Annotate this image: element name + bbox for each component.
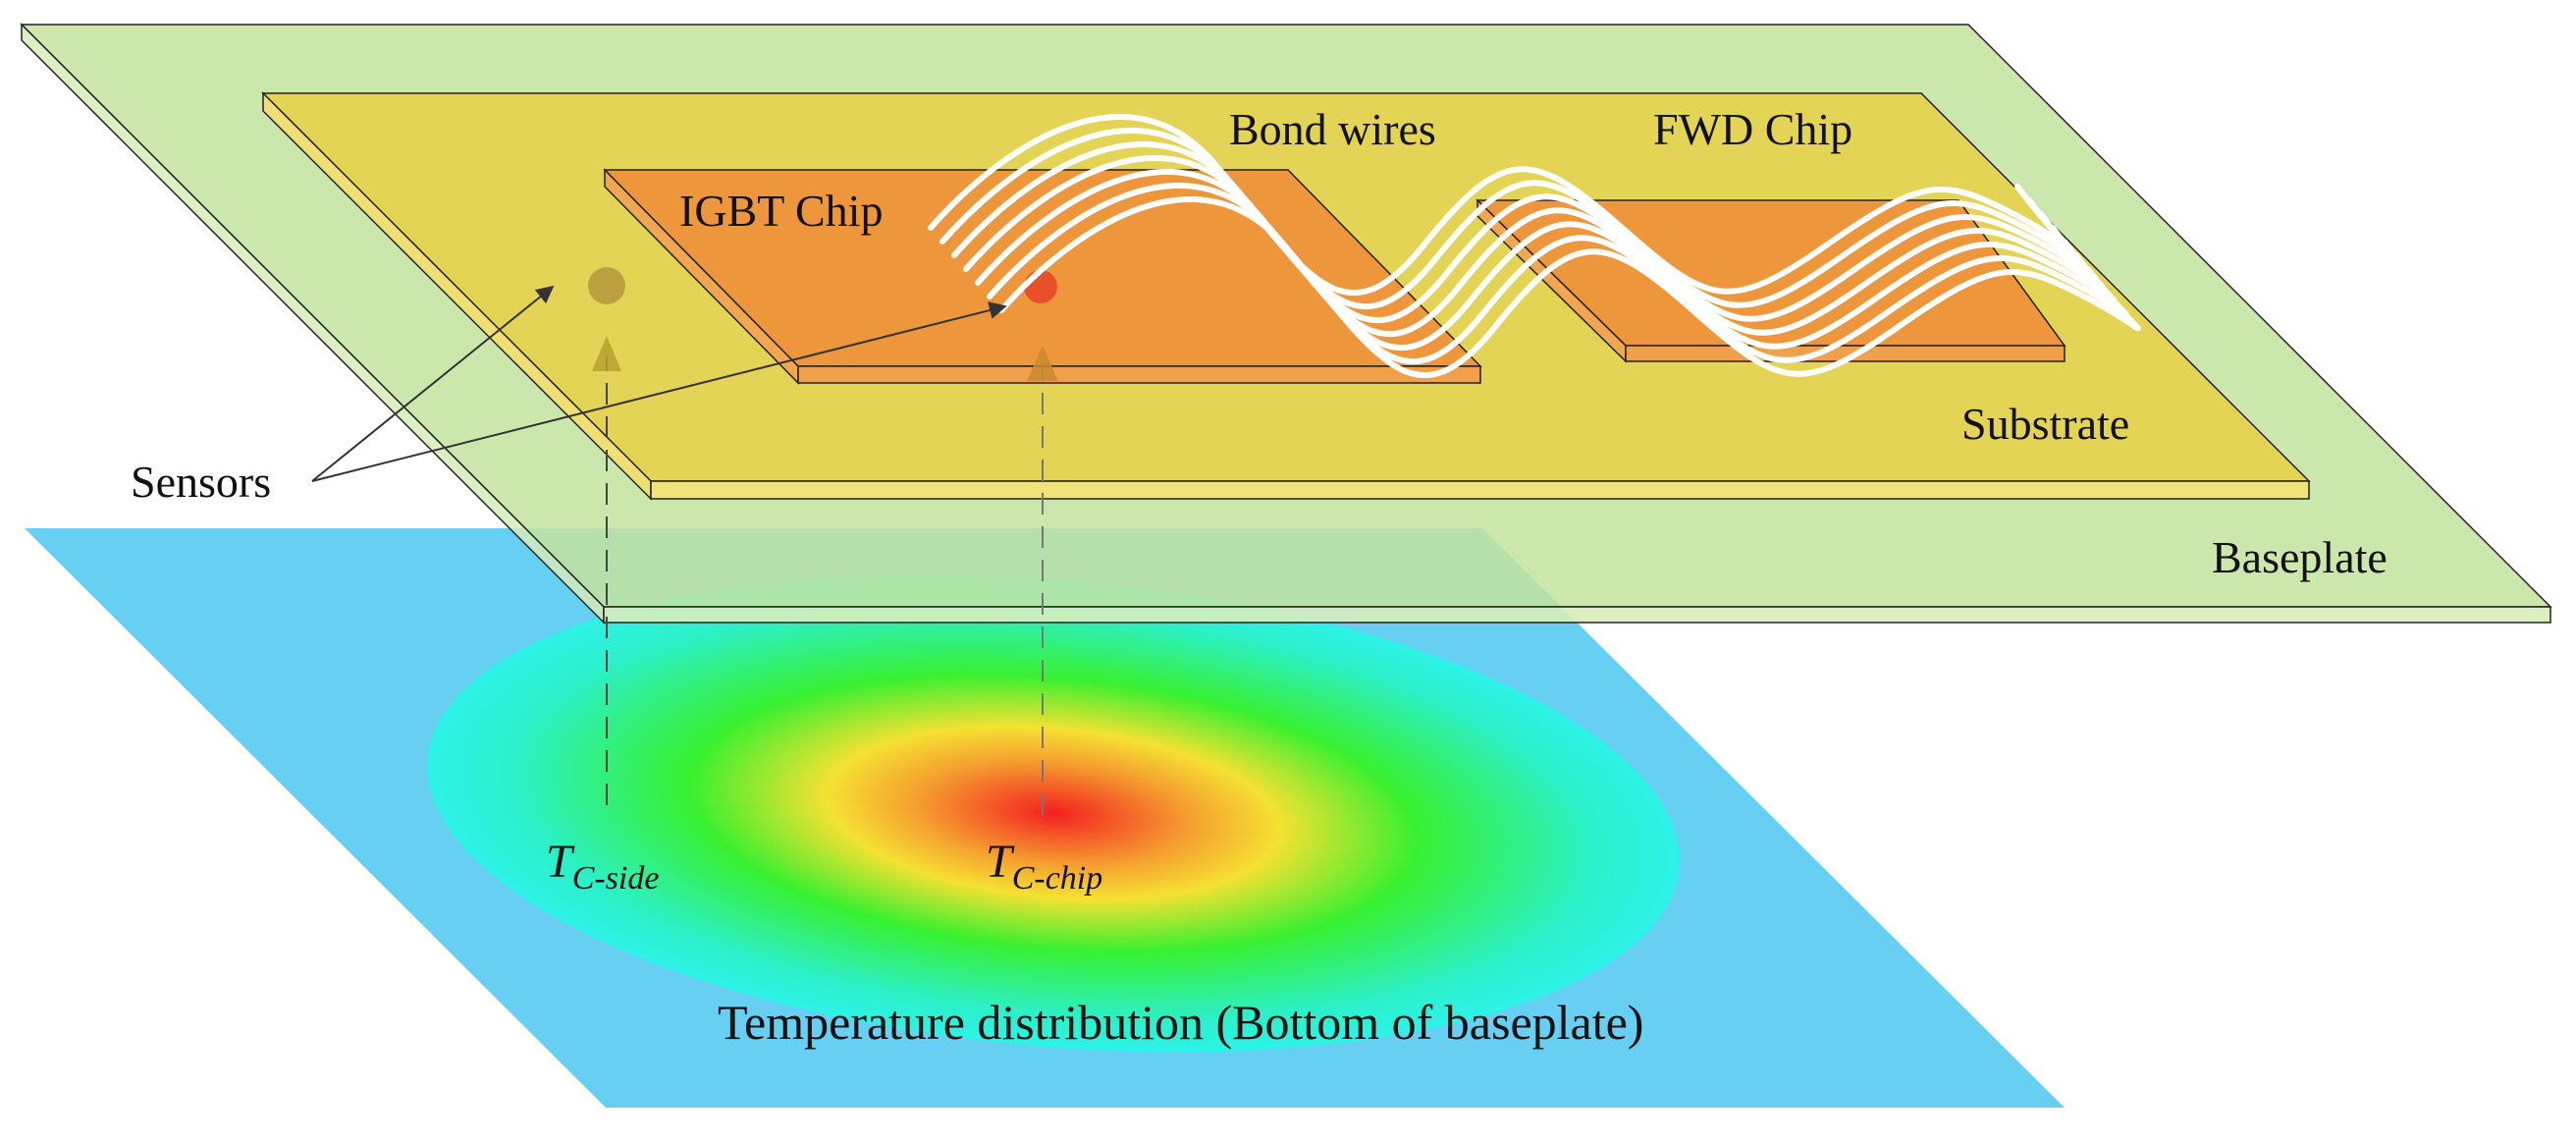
sensor-arrows [311, 285, 1007, 482]
bond-wire [998, 195, 2141, 378]
igbt-chip-label: IGBT Chip [679, 186, 883, 236]
t-c-chip-sub: C-chip [1012, 860, 1103, 896]
bond-wire [963, 154, 2106, 337]
bond-wire [928, 113, 2070, 296]
bond-wires-label: Bond wires [1229, 104, 1436, 154]
bond-wire [987, 182, 2129, 364]
bond-wire [951, 140, 2094, 323]
t-c-chip-label: TC-chip [986, 836, 1102, 896]
t-c-side-label: TC-side [546, 836, 659, 896]
sensors-label: Sensors [131, 457, 271, 507]
side-up-arrow-icon [592, 336, 621, 371]
t-c-chip-main: T [986, 836, 1015, 888]
temperature-hotspot [427, 573, 1680, 1053]
substrate-label: Substrate [1961, 399, 2129, 449]
bond-wire [939, 127, 2082, 309]
t-c-side-main: T [546, 836, 575, 888]
side-sensor [588, 267, 625, 304]
chip-sensor [1024, 270, 1057, 303]
t-c-side-sub: C-side [572, 860, 660, 896]
baseplate-label: Baseplate [2212, 532, 2388, 582]
fwd-chip-label: FWD Chip [1653, 104, 1852, 154]
bond-wire [975, 168, 2118, 351]
bond-wires [928, 113, 2141, 378]
chip-up-arrow-icon [1027, 346, 1058, 381]
temperature-distribution-label: Temperature distribution (Bottom of base… [718, 995, 1643, 1050]
